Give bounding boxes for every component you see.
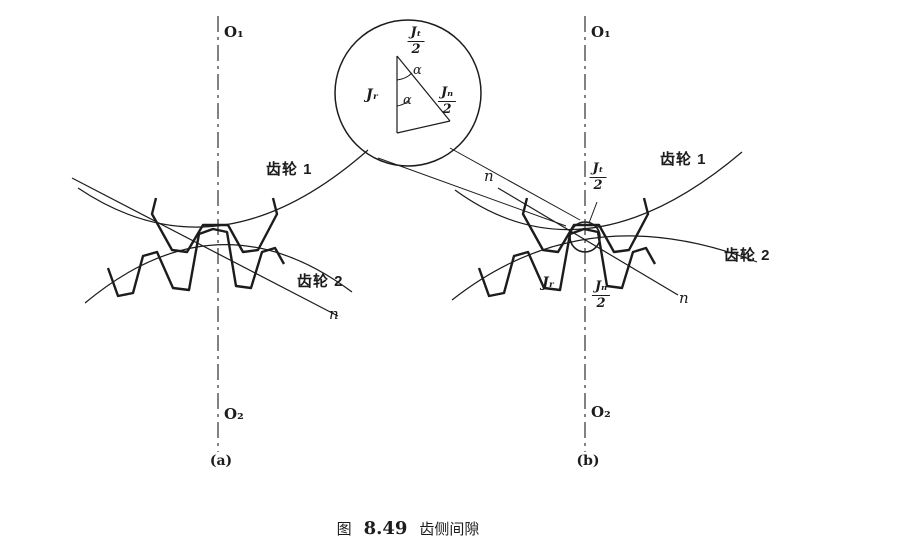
caption-prefix: 图 [336,521,352,538]
sublabel-a: (a) [209,453,233,469]
alpha-lower-label: α [403,93,412,108]
gear1-label-a: 齿轮 1 [266,161,313,178]
pitch-arc-gear1-a [77,149,369,228]
gear2-label-a: 齿轮 2 [297,273,344,290]
center-o1-label-b: O₁ [591,23,611,41]
n-label-left-b: n [484,167,494,185]
pitch-arc-gear2-a [84,244,353,304]
center-o2-label-b: O₂ [591,403,611,421]
jt-denominator-detail: 2 [411,42,421,58]
detail-leader-right [449,147,581,221]
jt-numerator-detail: Jₜ [407,25,425,43]
jt-leader-b [588,201,598,224]
caption-title: 齿侧间隙 [419,521,480,538]
gear-teeth-upper-b [521,197,650,254]
jn-numerator-detail: Jₙ [437,85,457,103]
jr-label-b: Jᵣ [542,275,555,291]
jt-denominator-b: 2 [593,178,603,194]
jr-label-detail: Jᵣ [366,87,379,103]
caption-number: 8.49 [363,518,408,539]
alpha-arc-upper [396,72,413,81]
jn-over-2-label-b: Jₙ 2 [591,279,611,312]
n-label-a: n [329,305,339,323]
jn-numerator-b: Jₙ [591,279,611,297]
alpha-upper-label: α [413,63,422,78]
jn-denominator-detail: 2 [442,102,452,118]
gear1-label-b: 齿轮 1 [660,151,707,168]
jt-numerator-b: Jₜ [589,161,607,179]
gear2-label-b: 齿轮 2 [724,247,771,264]
n-label-right-b: n [679,289,689,307]
figure-caption: 图 8.49 齿侧间隙 [337,518,480,539]
jn-over-2-label-detail: Jₙ 2 [437,85,457,118]
center-o1-label-a: O₁ [224,23,244,41]
detail-leader-left [377,157,567,227]
mesh-point-circle-b [569,221,601,253]
sublabel-b: (b) [576,453,600,469]
gear-teeth-lower-a [106,227,286,298]
pitch-arc-gear2-b [451,235,758,301]
action-line-n-b [497,187,679,296]
action-line-n-a [71,177,339,317]
pitch-arc-gear1-b [454,151,743,231]
triangle-hypotenuse [396,55,451,122]
gear-teeth-upper-a [150,197,279,254]
jn-denominator-b: 2 [596,296,606,312]
jt-over-2-label-b: Jₜ 2 [589,161,607,194]
triangle-base [396,120,451,134]
center-o2-label-a: O₂ [224,405,244,423]
alpha-arc-lower [396,99,410,107]
detail-circle [334,19,482,167]
jt-over-2-label-detail: Jₜ 2 [407,25,425,58]
